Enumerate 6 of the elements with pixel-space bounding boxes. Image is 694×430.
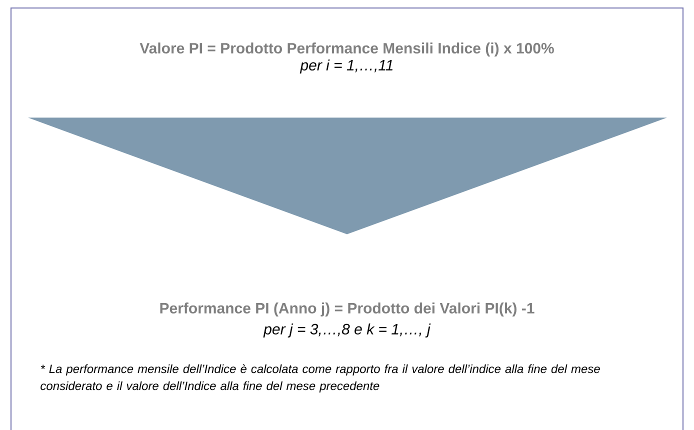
formula-text: Performance PI (Anno j) = Prodotto dei Valori PI(k) -1 — [160, 302, 534, 316]
footnote: * La performance mensile dell’Indice è calcolata come rapporto fra il valore dell’indice alla fine del mese considerato e il valore dell’Indice alla fine del mese precedente — [40, 364, 600, 393]
chevron-arrow — [28, 118, 667, 234]
formula-text: Valore PI = Prodotto Performance Mensili Indice (i) x 100% — [140, 42, 554, 56]
formula-text: per j = 3,…,8 e k = 1,…, j — [263, 324, 431, 338]
formula-text: per i = 1,…,11 — [300, 60, 392, 74]
